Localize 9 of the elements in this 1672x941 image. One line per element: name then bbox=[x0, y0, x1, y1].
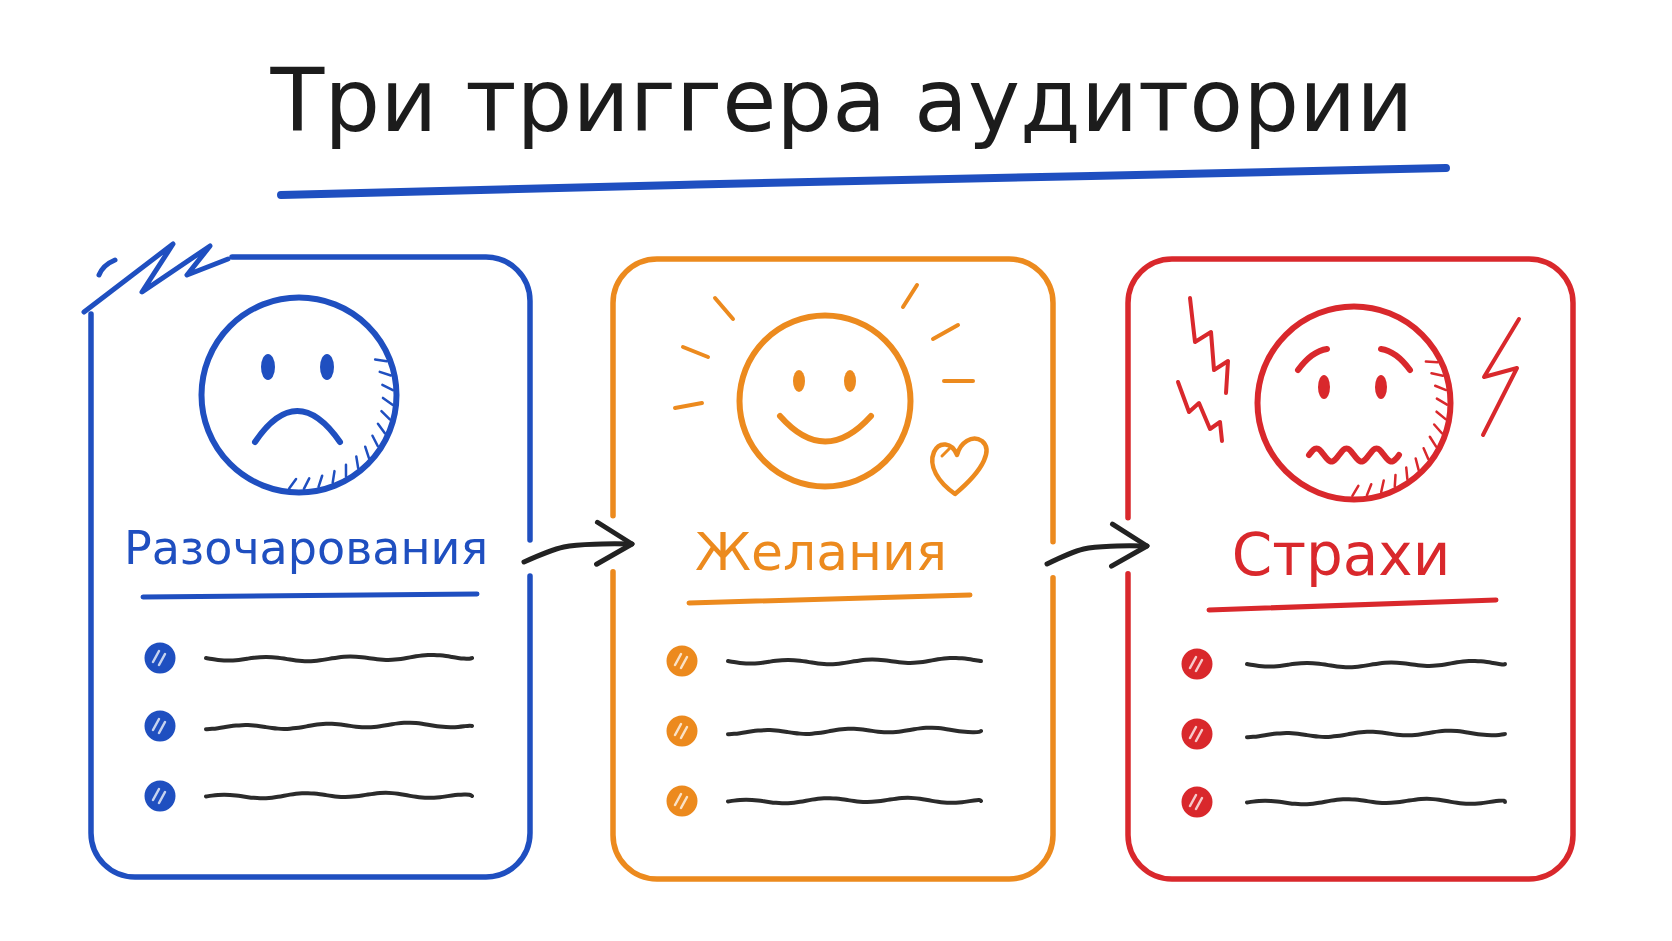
trigger-card bbox=[1125, 256, 1576, 882]
trigger-card bbox=[88, 254, 533, 880]
arrow bbox=[521, 519, 635, 567]
arrow bbox=[1044, 521, 1150, 569]
card-heading: Страхи bbox=[1231, 519, 1451, 591]
card-heading: Разочарования bbox=[123, 520, 489, 578]
trigger-card bbox=[610, 256, 1056, 882]
title: Три триггера аудитории bbox=[270, 48, 1414, 154]
card-heading: Желания bbox=[694, 520, 948, 584]
